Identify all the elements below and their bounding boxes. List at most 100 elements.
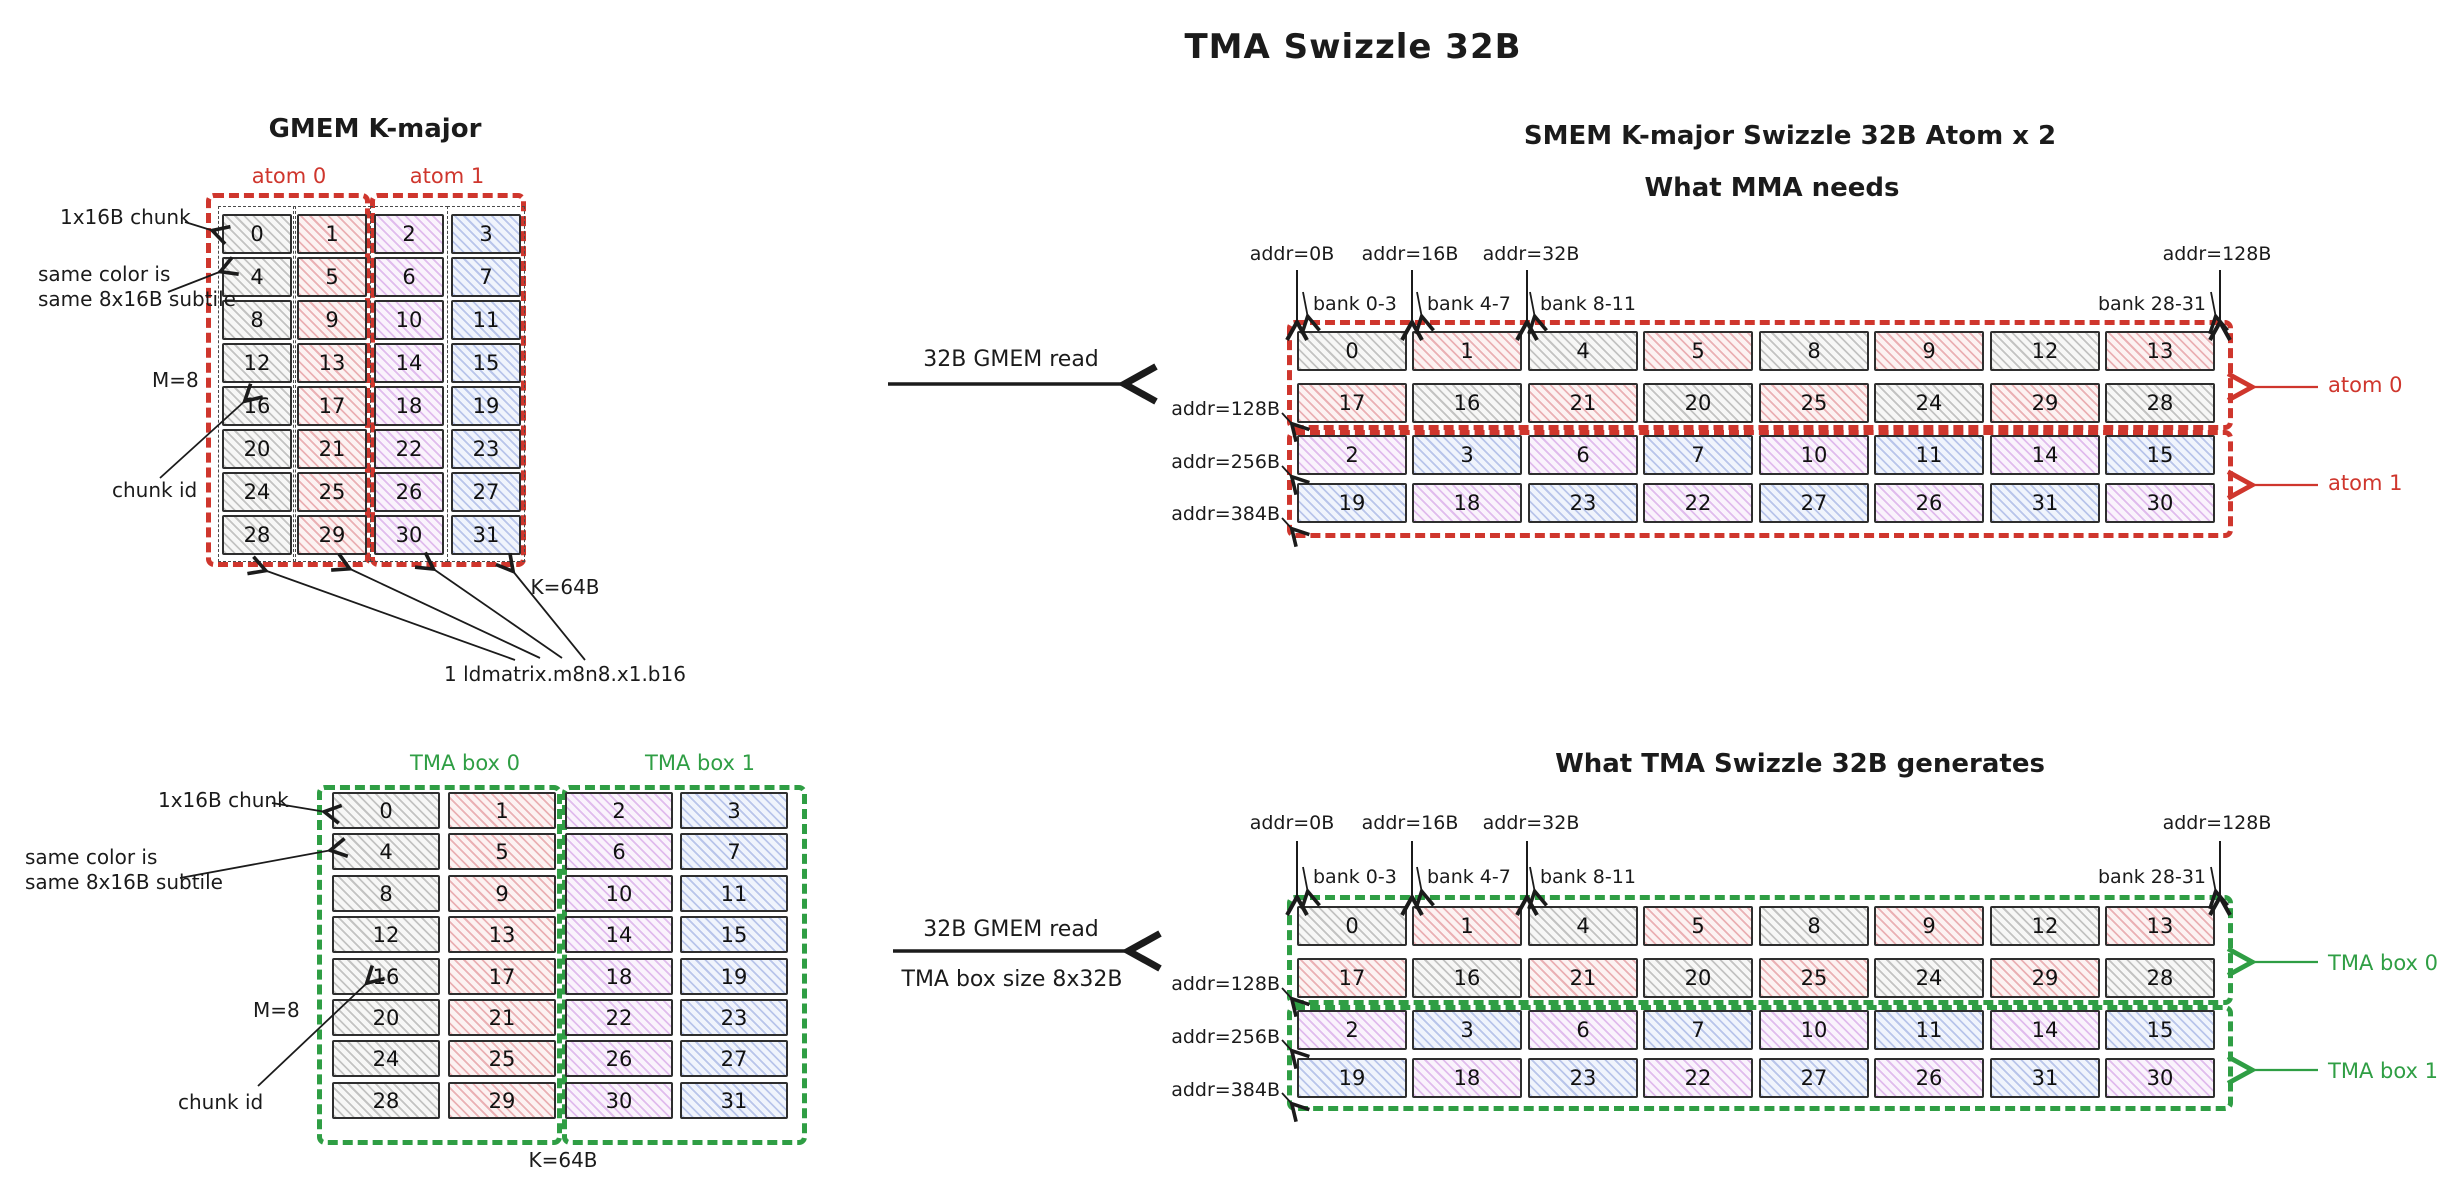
bank-arrow bbox=[1417, 866, 1422, 893]
bank-label: bank 28-31 bbox=[2098, 866, 2206, 888]
chunk-cell: 20 bbox=[222, 429, 292, 469]
bank-arrow bbox=[1303, 866, 1308, 893]
chunk-cell: 11 bbox=[451, 300, 521, 340]
m8-annotation: M=8 bbox=[253, 998, 300, 1022]
addr-label: addr=32B bbox=[1482, 812, 1580, 834]
chunk-cell: 4 bbox=[222, 257, 292, 297]
chunk-cell: 3 bbox=[451, 214, 521, 254]
chunk-cell: 11 bbox=[680, 875, 788, 912]
chunk-cell: 16 bbox=[332, 958, 440, 995]
bank-label: bank 8-11 bbox=[1540, 866, 1636, 888]
chunk-cell: 29 bbox=[297, 515, 367, 555]
chunk-cell: 1 bbox=[1412, 331, 1522, 371]
chunk-cell: 31 bbox=[680, 1082, 788, 1119]
addr-label: addr=16B bbox=[1361, 812, 1459, 834]
bank-arrow bbox=[1530, 291, 1535, 318]
bank-label: bank 0-3 bbox=[1313, 866, 1397, 888]
chunk-cell: 31 bbox=[1990, 1058, 2100, 1098]
chunk-cell: 5 bbox=[448, 833, 556, 870]
addr-label: addr=16B bbox=[1361, 243, 1459, 265]
chunk-cell: 17 bbox=[448, 958, 556, 995]
chunk-cell: 8 bbox=[332, 875, 440, 912]
chunk-cell: 10 bbox=[1759, 1010, 1869, 1050]
bank-arrow bbox=[1530, 866, 1535, 893]
chunk-cell: 17 bbox=[1297, 383, 1407, 423]
chunk-cell: 26 bbox=[374, 472, 444, 512]
chunk-annotation: 1x16B chunk bbox=[158, 788, 289, 812]
chunk-cell: 7 bbox=[451, 257, 521, 297]
chunk-cell: 30 bbox=[2105, 483, 2215, 523]
subtile-annotation: same color is same 8x16B subtile bbox=[25, 845, 223, 894]
chunk-cell: 15 bbox=[2105, 435, 2215, 475]
chunk-cell: 29 bbox=[1990, 383, 2100, 423]
chunk-cell: 21 bbox=[1528, 958, 1638, 998]
chunk-cell: 27 bbox=[1759, 483, 1869, 523]
page-title: TMA Swizzle 32B bbox=[1184, 27, 1522, 67]
chunk-cell: 18 bbox=[1412, 1058, 1522, 1098]
chunk-cell: 14 bbox=[565, 916, 673, 953]
chunk-cell: 24 bbox=[222, 472, 292, 512]
chunk-cell: 25 bbox=[297, 472, 367, 512]
chunk-cell: 23 bbox=[1528, 483, 1638, 523]
chunk-cell: 27 bbox=[1759, 1058, 1869, 1098]
chunk-cell: 11 bbox=[1874, 1010, 1984, 1050]
tma-box0-dashed-box bbox=[317, 785, 562, 1145]
chunk-cell: 3 bbox=[680, 792, 788, 829]
chunk-cell: 13 bbox=[2105, 906, 2215, 946]
chunk-cell: 13 bbox=[448, 916, 556, 953]
chunk-cell: 28 bbox=[222, 515, 292, 555]
chunk-cell: 10 bbox=[565, 875, 673, 912]
atom0-dashed-box bbox=[206, 193, 370, 567]
chunk-cell: 9 bbox=[448, 875, 556, 912]
tma-box0-side-label: TMA box 0 bbox=[2328, 951, 2438, 975]
chunk-cell: 7 bbox=[1643, 1010, 1753, 1050]
chunk-cell: 7 bbox=[1643, 435, 1753, 475]
chunk-cell: 16 bbox=[222, 386, 292, 426]
chunk-cell: 14 bbox=[1990, 435, 2100, 475]
chunk-cell: 15 bbox=[680, 916, 788, 953]
chunk-cell: 23 bbox=[680, 999, 788, 1036]
chunk-cell: 22 bbox=[1643, 1058, 1753, 1098]
atom1-side-label: atom 1 bbox=[2328, 471, 2403, 495]
atom0-group-label: atom 0 bbox=[251, 164, 327, 188]
chunk-cell: 12 bbox=[1990, 331, 2100, 371]
addr-label: addr=0B bbox=[1249, 243, 1335, 265]
chunk-cell: 22 bbox=[1643, 483, 1753, 523]
chunk-cell: 2 bbox=[565, 792, 673, 829]
chunk-cell: 22 bbox=[374, 429, 444, 469]
chunk-cell: 21 bbox=[448, 999, 556, 1036]
subtile-annotation: same color is same 8x16B subtile bbox=[38, 262, 236, 311]
chunk-cell: 8 bbox=[1759, 331, 1869, 371]
chunk-cell: 5 bbox=[297, 257, 367, 297]
chunk-cell: 10 bbox=[374, 300, 444, 340]
chunk-cell: 30 bbox=[2105, 1058, 2215, 1098]
gmem-read-label-bottom: 32B GMEM read bbox=[923, 917, 1099, 942]
chunk-cell: 12 bbox=[222, 343, 292, 383]
chunk-cell: 24 bbox=[1874, 958, 1984, 998]
chunk-cell: 19 bbox=[1297, 483, 1407, 523]
chunk-cell: 14 bbox=[1990, 1010, 2100, 1050]
tma-box1-dashed-box bbox=[562, 785, 807, 1145]
addr-left-label: addr=384B bbox=[1171, 1079, 1280, 1101]
chunk-cell: 19 bbox=[1297, 1058, 1407, 1098]
chunk-cell: 12 bbox=[332, 916, 440, 953]
chunk-cell: 19 bbox=[680, 958, 788, 995]
chunk-cell: 26 bbox=[565, 1040, 673, 1077]
chunk-cell: 15 bbox=[451, 343, 521, 383]
chunk-cell: 3 bbox=[1412, 1010, 1522, 1050]
chunk-cell: 31 bbox=[1990, 483, 2100, 523]
chunk-cell: 26 bbox=[1874, 1058, 1984, 1098]
addr-left-label: addr=256B bbox=[1171, 451, 1280, 473]
chunk-cell: 11 bbox=[1874, 435, 1984, 475]
tma-box1-group-label: TMA box 1 bbox=[645, 751, 755, 775]
gmem-read-label-top: 32B GMEM read bbox=[923, 347, 1099, 372]
bank-label: bank 4-7 bbox=[1427, 866, 1511, 888]
chunk-cell: 16 bbox=[1412, 383, 1522, 423]
chunk-cell: 9 bbox=[1874, 331, 1984, 371]
chunk-cell: 18 bbox=[1412, 483, 1522, 523]
k64-annotation: K=64B bbox=[530, 575, 600, 599]
chunk-cell: 6 bbox=[1528, 435, 1638, 475]
chunk-cell: 6 bbox=[374, 257, 444, 297]
chunk-cell: 25 bbox=[448, 1040, 556, 1077]
